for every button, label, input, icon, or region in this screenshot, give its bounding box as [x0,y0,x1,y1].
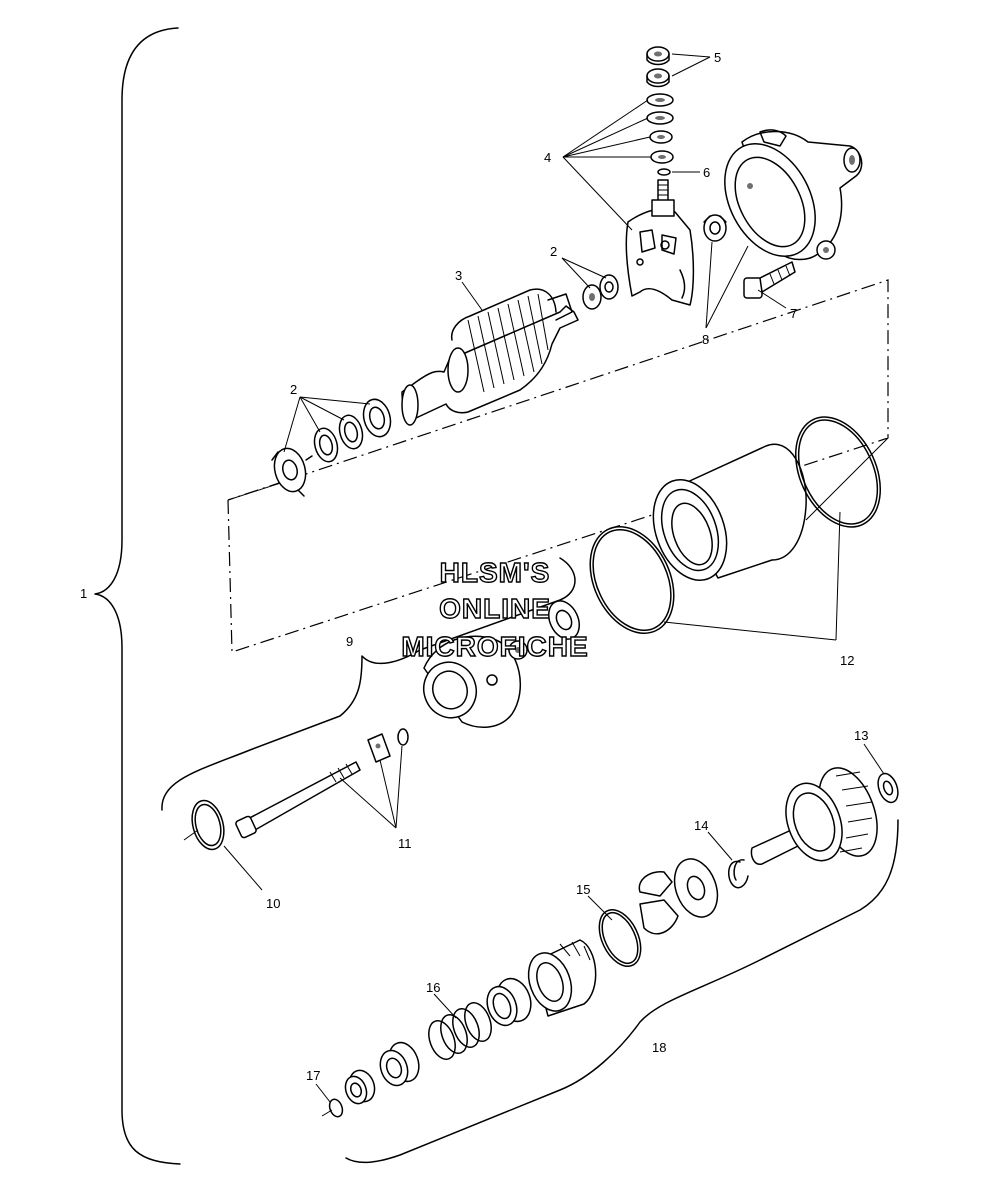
brush-holder-plate [625,199,695,306]
assembly-brace [94,27,181,1165]
callout-9: 9 [346,634,353,649]
armature [401,288,579,426]
stopper-halves [638,871,679,935]
callout-5: 5 [714,50,721,65]
yoke-housing [652,443,807,581]
o-ring-large-right [794,416,882,528]
snap-ring-14 [727,859,749,889]
callout-17: 17 [306,1068,320,1083]
callout-12: 12 [840,653,854,668]
circlip-large [183,799,225,851]
pinion-shaft-gear [750,767,878,865]
callout-18: 18 [652,1040,666,1055]
watermark: HLSM'S ONLINE MICROFICHE [401,556,589,662]
callout-14: 14 [694,818,708,833]
o-ring-large-left [589,526,675,634]
rear-end-cap [724,129,863,261]
sleeve [486,977,532,1027]
bushing [703,214,727,242]
callout-6: 6 [703,165,710,180]
through-bolt [235,761,361,839]
drive-assembly-brace [345,819,899,1164]
bolt-washers [367,728,409,763]
collar [379,1041,420,1087]
washer-pair-upper [582,274,619,310]
watermark-line-1: HLSM'S [440,557,551,588]
thrust-washer [673,858,719,918]
washer-13 [877,772,899,804]
callout-3: 3 [455,268,462,283]
front-housing-brace [161,557,576,811]
watermark-line-3: MICROFICHE [401,631,588,662]
nut-stack [646,46,674,203]
callout-1: 1 [80,586,87,601]
watermark-line-2: ONLINE [439,593,551,624]
clutch-gear [527,939,597,1017]
clip-17 [321,1098,344,1118]
callout-2b: 2 [290,382,297,397]
callout-15: 15 [576,882,590,897]
leader-lines [223,53,885,1103]
callout-16: 16 [426,980,440,995]
callout-labels: 1 2 2 3 4 5 6 7 8 9 10 11 12 13 14 15 16… [80,50,868,1083]
retaining-ring-15 [598,909,642,967]
front-housing [423,600,580,728]
callout-4: 4 [544,150,551,165]
stop-ring [344,1069,376,1105]
washer-set-lower [271,398,392,497]
callout-2a: 2 [550,244,557,259]
callout-8: 8 [702,332,709,347]
callout-10: 10 [266,896,280,911]
callout-11: 11 [398,836,412,851]
spring-16 [428,1002,492,1060]
callout-7: 7 [790,306,797,321]
end-cap-screw [743,261,796,299]
callout-13: 13 [854,728,868,743]
